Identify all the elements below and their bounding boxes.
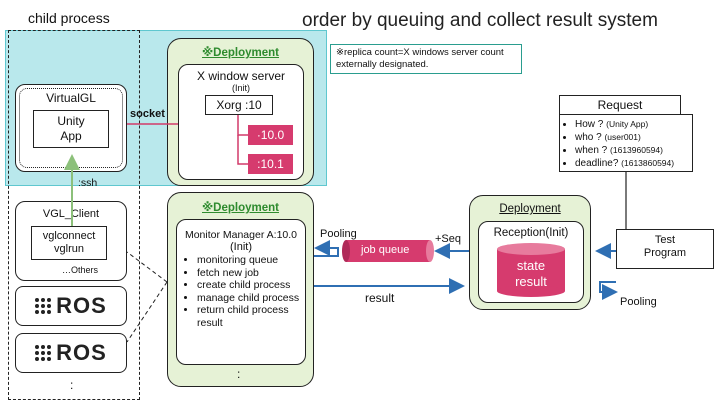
x-window-server-sub: (Init) xyxy=(232,83,250,93)
display-line xyxy=(237,135,248,165)
ros-logo: ROS xyxy=(35,340,107,366)
request-value: (1613860594) xyxy=(621,158,675,168)
request-value: (user001) xyxy=(604,132,641,142)
ros-dots-icon xyxy=(35,345,52,361)
request-field: who ? xyxy=(575,132,602,143)
unity-app-box: Unity App xyxy=(33,110,109,148)
display-10-1: :10.1 xyxy=(248,154,293,174)
request-value: (1613960594) xyxy=(610,145,663,155)
ros-text: ROS xyxy=(56,293,107,318)
monitor-manager-box xyxy=(176,219,306,365)
ros-node-box: ROS xyxy=(15,286,127,326)
request-body: How ? (Unity App) who ? (user001) when ?… xyxy=(559,114,693,172)
monitor-manager-title: Monitor Manager A:10.0 xyxy=(184,229,298,241)
display-line xyxy=(237,115,248,136)
monitor-task-item: return child process result xyxy=(197,304,302,329)
reception-title: Reception(Init) xyxy=(493,227,569,239)
xorg-box: Xorg :10 xyxy=(205,95,273,115)
monitor-task-item: manage child process xyxy=(197,292,302,305)
vgl-commands-box: vglconnect vglrun xyxy=(31,226,107,260)
request-item: deadline? (1613860594) xyxy=(575,157,688,170)
child-more-marker: : xyxy=(70,378,74,392)
request-field: when ? xyxy=(575,145,608,156)
ros-text: ROS xyxy=(56,340,107,365)
spawn-leader xyxy=(126,281,168,343)
request-value: (Unity App) xyxy=(606,119,649,129)
request-title: Request xyxy=(559,95,681,115)
ros-dots-icon xyxy=(35,298,52,314)
child-process-group xyxy=(8,30,140,400)
result-label: result xyxy=(365,291,395,305)
reception-deployment-title: Deployment xyxy=(499,203,561,215)
page-title: order by queuing and collect result syst… xyxy=(302,10,658,31)
request-item: who ? (user001) xyxy=(575,131,688,144)
queue-pooling-label: Pooling xyxy=(320,228,357,240)
request-field: How ? xyxy=(575,119,604,130)
job-queue-cylinder xyxy=(342,240,434,262)
request-item: when ? (1613960594) xyxy=(575,144,688,157)
job-queue-label: job queue xyxy=(361,244,410,256)
pooling-arrow xyxy=(314,240,339,257)
display-10-0: ·10.0 xyxy=(248,125,293,145)
request-item: How ? (Unity App) xyxy=(575,118,688,131)
ros-node-box: ROS xyxy=(15,333,127,373)
test-pooling-label: Pooling xyxy=(620,296,657,308)
child-process-title: child process xyxy=(28,10,110,26)
replica-note: ※replica count=X windows server count ex… xyxy=(330,44,522,74)
request-field: deadline? xyxy=(575,158,619,169)
state-result-cylinder xyxy=(497,243,565,297)
x-deployment-title: ※Deployment xyxy=(202,47,279,59)
monitor-task-item: create child process xyxy=(197,279,302,292)
spawn-leader xyxy=(126,251,168,283)
x-window-server-title: X window server xyxy=(196,69,286,83)
monitor-more-marker: : xyxy=(237,367,241,381)
monitor-task-list: monitoring queue fetch new job create ch… xyxy=(184,254,302,329)
monitor-task-item: fetch new job xyxy=(197,267,302,280)
socket-label: socket xyxy=(130,108,165,120)
seq-label: +Seq xyxy=(435,233,461,245)
test-program-box: Test Program xyxy=(616,229,714,269)
test-pooling-arrow xyxy=(599,281,618,300)
monitor-deployment-title: ※Deployment xyxy=(202,202,279,214)
monitor-manager-sub: (Init) xyxy=(230,241,252,253)
monitor-task-item: monitoring queue xyxy=(197,254,302,267)
ros-logo: ROS xyxy=(35,293,107,319)
state-result-label: state result xyxy=(515,258,547,289)
others-label: …Others xyxy=(62,265,99,275)
vgl-client-title: VGL_Client xyxy=(42,208,100,220)
virtualgl-title: VirtualGL xyxy=(46,91,96,105)
ssh-label: :ssh xyxy=(78,177,98,189)
